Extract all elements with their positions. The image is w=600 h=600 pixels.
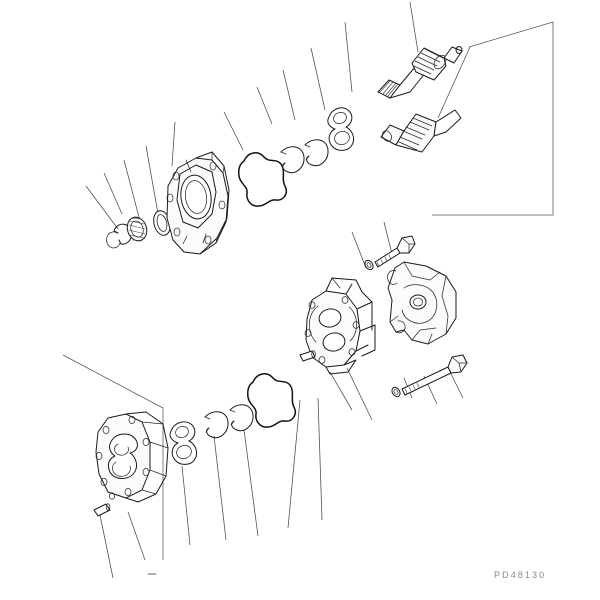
part-drive-shaft [377, 46, 463, 99]
part-lower-gasket [247, 373, 297, 428]
group-boundary-upper [432, 21, 554, 216]
part-mounting-bracket [387, 261, 457, 345]
part-number-label: PD48130 [494, 570, 547, 580]
part-cover-gasket [238, 152, 288, 207]
group-boundary-lower [62, 354, 164, 560]
part-wear-plate-upper [327, 107, 355, 151]
part-bolt-upper [374, 235, 416, 268]
part-snap-ring-lower-1 [204, 411, 229, 439]
part-pump-body [304, 277, 376, 375]
leader-lines-upper [85, 1, 471, 230]
part-bolt-lower [401, 354, 468, 396]
part-wear-plate-lower [169, 421, 198, 465]
part-snap-ring-upper-1 [280, 146, 305, 174]
part-washer-lower [391, 386, 401, 398]
part-dowel-pin-rear [93, 503, 111, 517]
part-dowel-pin-body [299, 350, 316, 362]
leader-lines-lower [99, 397, 323, 579]
part-rear-cover [95, 411, 169, 503]
part-oil-seal [126, 216, 148, 242]
part-snap-ring-upper-2 [304, 139, 329, 167]
part-snap-ring-lower-2 [229, 404, 254, 432]
part-front-cover [166, 151, 230, 255]
part-driven-gear [380, 109, 462, 153]
part-washer-upper [364, 259, 374, 271]
